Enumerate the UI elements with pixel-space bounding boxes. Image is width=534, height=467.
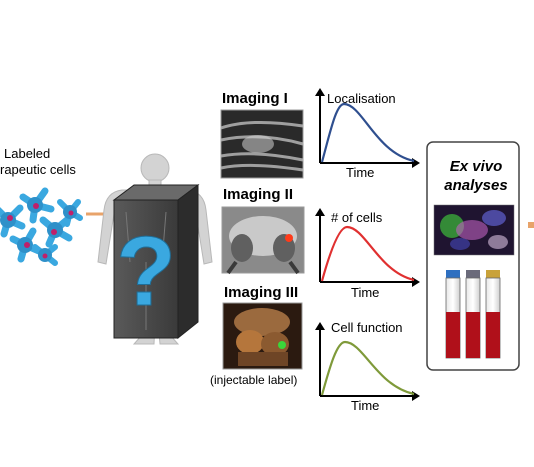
- imaging-1-thumbnail: [220, 109, 304, 179]
- ex-vivo-title-line2: analyses: [444, 177, 508, 194]
- cell-icon: [32, 244, 58, 266]
- cell-icon: [19, 187, 55, 224]
- arrow-stub-right: [528, 222, 534, 228]
- question-mark: ?: [116, 216, 176, 326]
- left-caption-line1: Labeled: [4, 146, 51, 161]
- blood-tube-blue: [445, 270, 461, 359]
- imaging-2-thumbnail: [221, 206, 305, 275]
- chart-1-curve: [320, 102, 415, 163]
- chart-2-x-arrow: [412, 277, 420, 287]
- imaging-3-title: Imaging III: [224, 284, 299, 301]
- blood-tube-gold: [485, 270, 501, 359]
- chart-2-x-label: Time: [351, 285, 380, 300]
- chart-1-x-label: Time: [346, 165, 375, 180]
- left-caption-line2: rapeutic cells: [0, 162, 76, 177]
- imaging-2-title: Imaging II: [223, 186, 294, 203]
- ex-vivo-panel: [426, 141, 520, 371]
- ex-vivo-title-line1: Ex vivo: [449, 158, 503, 175]
- chart-3-x-arrow: [412, 391, 420, 401]
- cell-icon: [0, 204, 26, 238]
- chart-2-y-label: # of cells: [331, 210, 383, 225]
- charts: [315, 88, 420, 401]
- black-box: [112, 184, 200, 340]
- injectable-note: (injectable label): [210, 373, 298, 387]
- chart-2-curve: [320, 225, 415, 282]
- chart-3-curve: [320, 340, 415, 396]
- blood-tube-gray: [465, 270, 481, 359]
- imaging-1-title: Imaging I: [222, 90, 288, 107]
- chart-1-y-arrow: [315, 88, 325, 96]
- cell-icon: [57, 199, 83, 227]
- chart-3-y-label: Cell function: [331, 320, 403, 335]
- imaging-3-thumbnail: [222, 302, 303, 370]
- chart-1-x-arrow: [412, 158, 420, 168]
- chart-3-y-arrow: [315, 322, 325, 330]
- chart-1-y-label: Localisation: [327, 91, 396, 106]
- chart-2-y-arrow: [315, 208, 325, 216]
- chart-3-x-label: Time: [351, 398, 380, 413]
- labeled-cells-cluster: [0, 187, 83, 266]
